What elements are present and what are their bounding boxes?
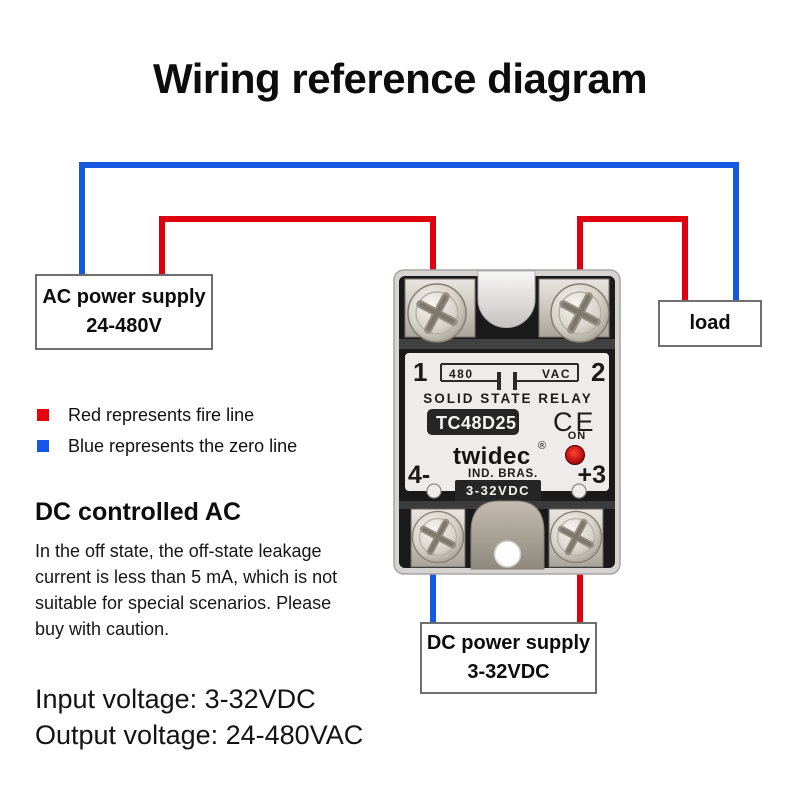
terminal-1-label: 1 [413,357,427,387]
case-reflection-top [399,339,615,349]
ce-mark: CE [553,407,597,437]
mounting-tab [470,500,545,570]
blue-swatch-icon [37,440,49,452]
input-rating-badge [455,480,541,501]
on-label: ON [568,430,587,442]
brand-label: twidec [453,443,531,470]
dc-supply-line1: DC power supply [426,632,591,654]
relay-illustration: 1 2 480 VAC SOLID STATE RELAY TC48D25 CE… [393,269,621,575]
fire-wire-ac-vertical [159,216,165,277]
legend-row-fire: Red represents fire line [37,405,297,425]
fire-wire-terminal2-vertical [577,216,583,276]
info-paragraph: In the off state, the off-state leakage … [35,538,337,642]
dc-supply-line2: 3-32VDC [467,661,550,683]
info-paragraph-line: current is less than 5 mA, which is not [35,567,338,587]
model-label: TC48D25 [436,413,517,433]
fire-wire-left-horizontal [159,216,436,222]
input-voltage-spec: Input voltage: 3-32VDC [35,684,316,714]
capacitor-plate-right [513,372,517,390]
zero-wire-dc-vertical [430,552,436,625]
product-line-label: SOLID STATE RELAY [423,391,593,406]
zero-wire-load-vertical [733,162,739,307]
legend-zero-text: Blue represents the zero line [68,435,298,456]
label-hole-left [426,483,442,499]
info-paragraph-line: In the off state, the off-state leakage [35,541,322,561]
mounting-notch [477,270,536,328]
ac-power-supply-box: AC power supply 24-480V [35,274,213,350]
info-heading: DC controlled AC [35,498,242,526]
legend-row-zero: Blue represents the zero line [37,436,297,456]
red-swatch-icon [37,409,49,421]
label-hole-right [571,483,587,499]
rating-unit-label: VAC [542,367,571,381]
info-paragraph-line: suitable for special scenarios. Please [35,593,332,613]
fire-wire-right-horizontal [577,216,688,222]
fire-wire-terminal1-vertical [430,216,436,276]
registered-mark: ® [538,440,546,452]
legend-fire-text: Red represents fire line [68,404,255,425]
mounting-hole [493,540,522,568]
output-circuit-symbol [440,363,579,382]
origin-label: IND. BRAS. [468,468,538,480]
terminal-4-label: 4- [408,461,430,489]
led-indicator [565,445,585,465]
ac-supply-line1: AC power supply [42,286,206,308]
fire-wire-load-vertical [682,216,688,306]
load-label: load [689,312,731,334]
relay-device: 1 2 480 VAC SOLID STATE RELAY TC48D25 CE… [393,269,621,575]
load-box: load [658,300,762,347]
input-rating-label: 3-32VDC [466,483,530,498]
info-paragraph-line: buy with caution. [35,619,170,639]
fire-wire-dc-vertical [577,552,583,625]
terminal-2-label: 2 [591,357,605,387]
model-badge [427,409,519,435]
zero-wire-ac-vertical [79,162,85,276]
wire-color-legend: Red represents fire line Blue represents… [37,405,297,467]
zero-wire-horizontal [79,162,739,168]
dc-power-supply-box: DC power supply 3-32VDC [420,622,597,694]
capacitor-plate-left [497,372,501,390]
output-voltage-spec: Output voltage: 24-480VAC [35,720,364,750]
ac-supply-line2: 24-480V [86,315,162,337]
page-title: Wiring reference diagram [152,55,648,102]
rating-voltage-label: 480 [449,367,474,381]
